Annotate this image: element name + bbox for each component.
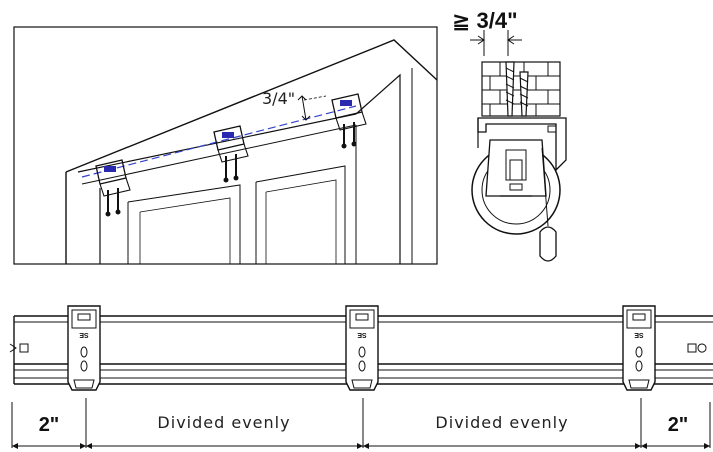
left-span-label: Divided evenly (157, 413, 290, 432)
window-frame-perspective: 3/4" (13, 26, 438, 265)
offset-dimension: 3/4" (262, 89, 327, 121)
clearance-dimension: ≧ 3/4" (452, 8, 522, 56)
bracket-front-middle: SE (345, 305, 379, 391)
right-end-gap-label: 2" (668, 414, 689, 436)
pull-handle-icon (539, 147, 557, 262)
bracket-label: SE (79, 331, 89, 338)
bracket-alignment-line (81, 105, 357, 178)
bracket-label: SE (634, 331, 644, 338)
right-span-label: Divided evenly (435, 413, 568, 432)
bracket-front-left: SE (67, 305, 101, 391)
side-section-view: ≧ 3/4" (452, 8, 567, 262)
bracket-label: SE (357, 331, 367, 338)
left-end-cap-icon (9, 343, 29, 353)
left-end-gap-label: 2" (39, 414, 60, 436)
offset-label: 3/4" (262, 89, 295, 108)
screw-icon (505, 61, 529, 117)
mounting-bracket-middle (213, 125, 249, 183)
mounting-bracket-right (331, 93, 367, 149)
headrail-front-view: SE SE SE (9, 305, 713, 449)
roller-cassette-icon (471, 139, 561, 235)
bracket-front-right: SE (622, 305, 656, 391)
clearance-label: ≧ 3/4" (452, 8, 518, 33)
right-end-cap-icon (687, 343, 707, 353)
mounting-bracket-left (95, 159, 131, 217)
